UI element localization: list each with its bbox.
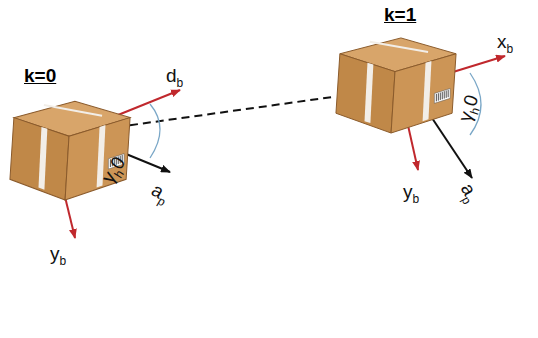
time-step-heading: k=1: [384, 4, 416, 26]
db-arrow: [118, 90, 180, 115]
vector-label: ap: [147, 180, 173, 208]
time-step-heading: k=0: [24, 65, 56, 87]
vector-label: γh0: [455, 93, 485, 126]
angle-arc: [150, 104, 160, 158]
box-illustration: [332, 32, 460, 136]
vector-label: ap: [454, 180, 482, 206]
vector-label: xb: [497, 32, 513, 55]
vector-label: yb: [50, 244, 66, 267]
vector-label: yb: [403, 182, 419, 205]
trajectory-line: [130, 96, 336, 125]
vector-label: db: [166, 66, 183, 89]
cardboard-box: k=0: [6, 95, 134, 203]
cardboard-box: k=1: [332, 32, 460, 136]
box-illustration: [6, 95, 134, 203]
